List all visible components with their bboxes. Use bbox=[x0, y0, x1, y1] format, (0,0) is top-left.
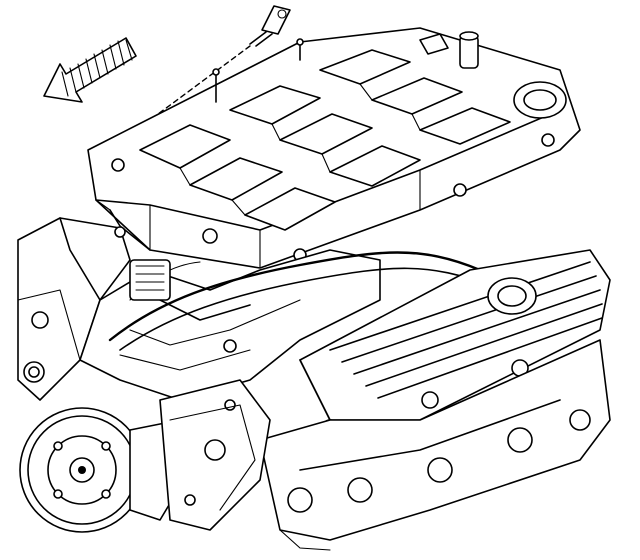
intake-manifold bbox=[87, 27, 581, 269]
exhaust-manifold bbox=[259, 339, 611, 551]
timing-cover bbox=[159, 379, 271, 531]
front-arrow-icon bbox=[43, 37, 137, 103]
engine-block bbox=[17, 217, 491, 401]
bolt-icon bbox=[149, 5, 291, 121]
